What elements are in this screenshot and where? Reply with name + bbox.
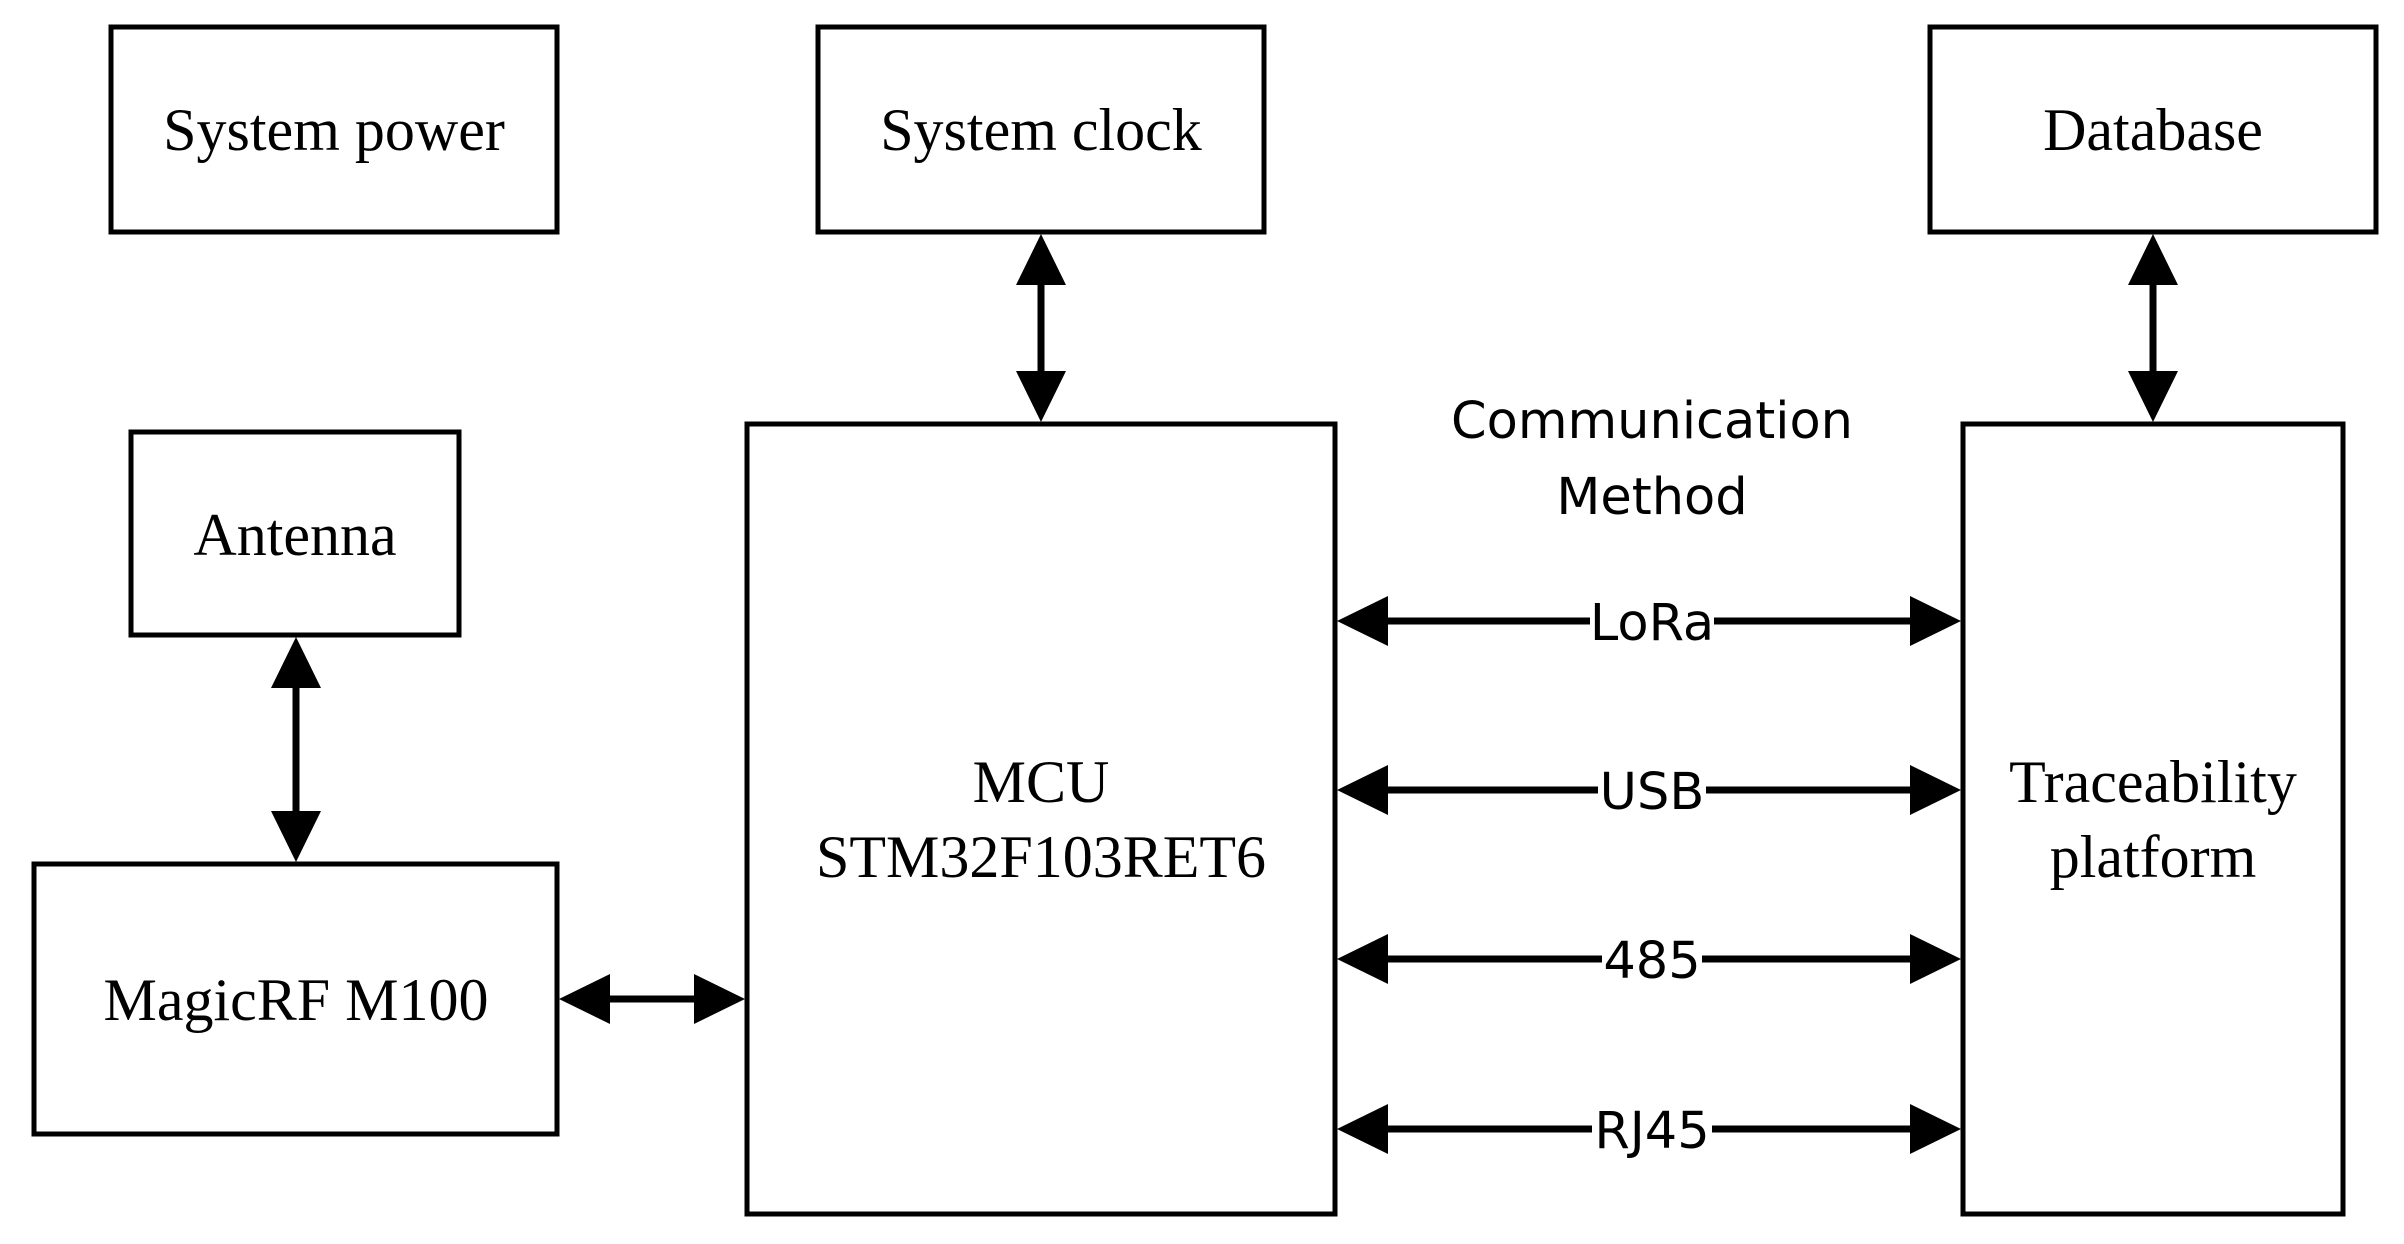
traceability-label-line2: platform: [2050, 824, 2257, 890]
magicrf-block: MagicRF M100: [31, 861, 560, 1137]
system-power-label: System power: [163, 97, 505, 163]
mcu-part-number: STM32F103RET6: [816, 824, 1266, 890]
system-power-block: System power: [108, 24, 560, 235]
system-clock-label: System clock: [880, 97, 1202, 163]
magicrf-mcu-arrow: [559, 974, 745, 1024]
magicrf-label: MagicRF M100: [103, 967, 488, 1033]
mcu-block: MCU STM32F103RET6: [744, 421, 1338, 1217]
database-block: Database: [1927, 24, 2379, 235]
link-rj45-label: RJ45: [1594, 1102, 1709, 1161]
traceability-label-line1: Traceability: [2009, 749, 2297, 815]
link-rj45-arrow: RJ45: [1337, 1102, 1961, 1161]
mcu-label: MCU: [973, 749, 1110, 815]
link-usb-arrow: USB: [1337, 763, 1961, 822]
antenna-label: Antenna: [193, 502, 396, 568]
antenna-magicrf-arrow: [271, 637, 321, 862]
clock-mcu-arrow: [1016, 234, 1066, 422]
link-485-label: 485: [1603, 932, 1700, 991]
database-platform-arrow: [2128, 234, 2178, 422]
comm-method-title-line2: Method: [1556, 468, 1747, 527]
system-clock-block: System clock: [815, 24, 1267, 235]
link-usb-label: USB: [1600, 763, 1705, 822]
link-485-arrow: 485: [1337, 932, 1961, 991]
link-lora-arrow: LoRa: [1337, 594, 1961, 653]
link-lora-label: LoRa: [1590, 594, 1714, 653]
database-label: Database: [2043, 97, 2263, 163]
traceability-platform-block: Traceability platform: [1960, 421, 2346, 1217]
comm-method-title-line1: Communication: [1451, 392, 1853, 451]
antenna-block: Antenna: [128, 429, 462, 638]
